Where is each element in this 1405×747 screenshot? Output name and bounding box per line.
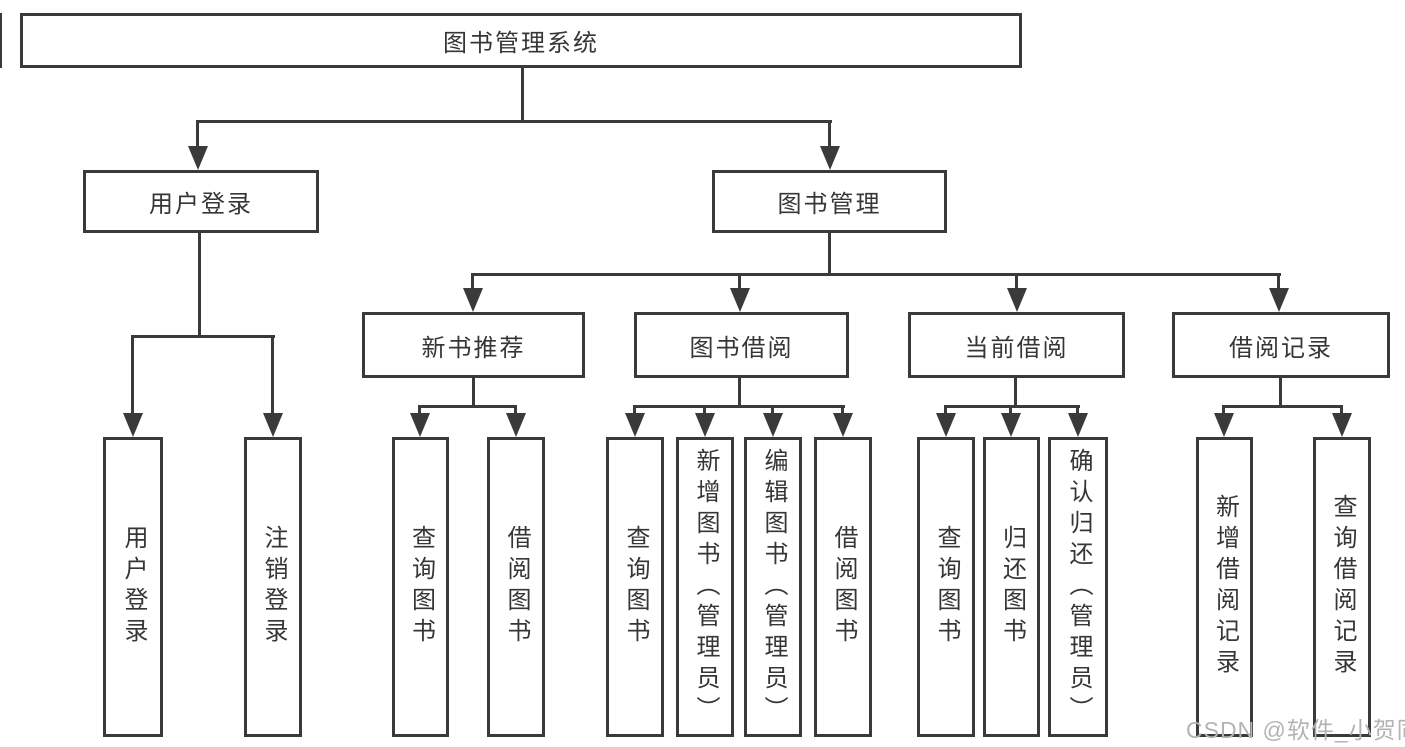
arrow-down — [819, 120, 840, 170]
arrow-down — [505, 405, 526, 437]
connector-line — [521, 66, 524, 122]
node-query-books: 查询图书 — [392, 437, 449, 737]
node-edit-books-admin: 编辑图书（管理员） — [744, 437, 802, 737]
node-label: 新增图书（管理员） — [692, 447, 719, 727]
node-label: 新书推荐 — [421, 334, 526, 362]
node-label: 图书管理系统 — [443, 30, 599, 57]
node-label: 用户登录 — [120, 525, 147, 649]
arrow-down — [762, 405, 783, 437]
arrow-down — [122, 335, 143, 437]
connector-line — [471, 273, 1281, 276]
connector-line — [633, 405, 845, 408]
arrow-down — [935, 405, 956, 437]
node-book-management: 图书管理 — [712, 170, 947, 233]
arrow-down — [262, 335, 283, 437]
connector-line — [198, 231, 201, 337]
connector-line — [472, 376, 475, 408]
node-query-books: 查询图书 — [917, 437, 975, 737]
arrow-down — [694, 405, 715, 437]
node-borrow-books: 借阅图书 — [814, 437, 872, 737]
node-label: 借阅记录 — [1229, 334, 1333, 362]
connector-line — [131, 335, 275, 338]
connector-line — [828, 231, 831, 276]
arrow-down — [1006, 273, 1027, 312]
node-query-borrow-record: 查询借阅记录 — [1313, 437, 1371, 737]
node-current-borrow: 当前借阅 — [908, 312, 1125, 378]
connector-line — [418, 405, 517, 408]
arrow-down — [1000, 405, 1021, 437]
node-label: 借阅图书 — [830, 525, 857, 649]
node-logout: 注销登录 — [244, 437, 302, 737]
connector-line — [196, 120, 832, 123]
edge-artifact-line — [0, 13, 2, 68]
node-new-book-recommend: 新书推荐 — [362, 312, 585, 378]
node-return-books: 归还图书 — [983, 437, 1040, 737]
arrow-down — [729, 273, 750, 312]
arrow-down — [1331, 405, 1352, 437]
arrow-down — [1213, 405, 1234, 437]
node-label: 编辑图书（管理员） — [760, 447, 787, 727]
node-borrow-books: 借阅图书 — [487, 437, 545, 737]
arrow-down — [832, 405, 853, 437]
node-label: 当前借阅 — [964, 334, 1069, 362]
arrow-down — [1067, 405, 1088, 437]
connector-line — [1279, 376, 1282, 408]
node-label: 注销登录 — [260, 525, 287, 649]
node-label: 查询图书 — [933, 525, 960, 649]
node-query-books: 查询图书 — [606, 437, 664, 737]
node-label: 确认归还（管理员） — [1065, 447, 1092, 727]
node-add-books-admin: 新增图书（管理员） — [676, 437, 734, 737]
node-label: 图书借阅 — [689, 334, 794, 362]
arrow-down — [624, 405, 645, 437]
node-label: 查询图书 — [407, 525, 435, 649]
connector-line — [738, 376, 741, 408]
node-label: 图书管理 — [777, 191, 882, 218]
node-add-borrow-record: 新增借阅记录 — [1196, 437, 1253, 737]
node-label: 查询图书 — [622, 525, 649, 649]
connector-line — [944, 405, 1080, 408]
csdn-watermark: CSDN @软件_小贺同学 — [1186, 717, 1405, 743]
node-library-system: 图书管理系统 — [20, 13, 1022, 68]
node-label: 新增借阅记录 — [1211, 494, 1239, 680]
arrow-down — [187, 120, 208, 170]
node-user-login: 用户登录 — [83, 170, 319, 233]
arrow-down — [462, 273, 483, 312]
node-borrow-records: 借阅记录 — [1172, 312, 1390, 378]
node-user-login-leaf: 用户登录 — [103, 437, 163, 737]
node-label: 用户登录 — [149, 191, 253, 218]
node-label: 借阅图书 — [503, 525, 530, 649]
node-label: 查询借阅记录 — [1329, 494, 1356, 680]
arrow-down — [409, 405, 430, 437]
node-confirm-return-admin: 确认归还（管理员） — [1048, 437, 1108, 737]
node-label: 归还图书 — [998, 525, 1026, 649]
connector-line — [1222, 405, 1343, 408]
connector-line — [1014, 376, 1017, 408]
arrow-down — [1268, 273, 1289, 312]
node-book-borrow: 图书借阅 — [634, 312, 849, 378]
